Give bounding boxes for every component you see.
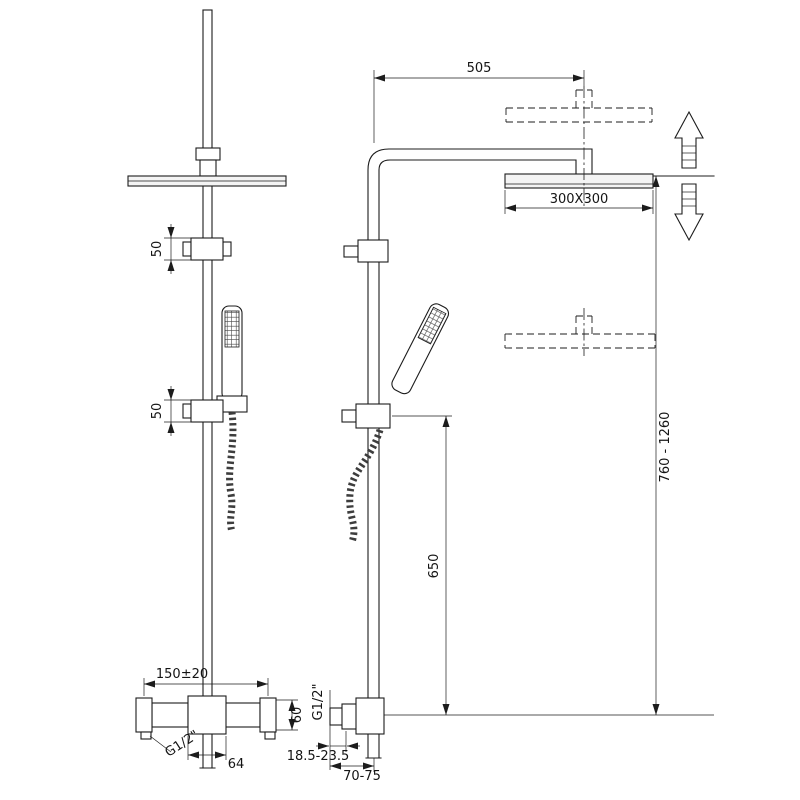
front-riser-pipe xyxy=(199,9,216,769)
side-hand-shower xyxy=(341,303,450,544)
dim-eccentric-group: 18.5-23.5 xyxy=(287,731,360,764)
dim-hand-shower-height: 650 xyxy=(427,554,442,579)
side-shower-hose xyxy=(346,428,384,544)
front-mixer-valve xyxy=(135,695,277,740)
front-inlet-spacing-dim: 150±20 xyxy=(143,667,269,696)
side-head-lowered-phantom xyxy=(504,308,656,356)
side-hand-shower-holder xyxy=(355,403,391,429)
front-thread-label: G1/2" xyxy=(149,728,202,761)
dim-head-size: 300X300 xyxy=(550,192,609,207)
dim-wall-offset: 70-75 xyxy=(343,769,381,784)
up-arrow-icon xyxy=(674,110,704,169)
side-wall-connection xyxy=(329,690,385,770)
front-upper-bracket-dim: 50 xyxy=(150,224,191,274)
front-mixer-left-handle xyxy=(135,697,153,733)
front-view: 50 50 xyxy=(127,9,305,772)
down-arrow-icon xyxy=(674,183,704,242)
side-upper-bracket xyxy=(343,239,389,263)
dim-wall-offset-group: 70-75 xyxy=(330,758,381,784)
front-valve-width-dim: 64 xyxy=(187,736,245,772)
dim-height-range-group: 760 - 1260 xyxy=(384,176,714,716)
front-lower-bracket xyxy=(182,399,224,423)
front-hand-shower-spray-face xyxy=(224,310,240,348)
dim-thread-side: G1/2" xyxy=(311,684,326,721)
dim-hand-height-group: 650 xyxy=(392,415,452,715)
dim-valve-width: 64 xyxy=(228,757,245,772)
side-head-raised-phantom xyxy=(505,89,653,123)
front-head-connector xyxy=(195,147,221,177)
front-hand-shower xyxy=(216,305,248,533)
height-adjust-arrows xyxy=(652,110,715,242)
front-valve-height-dim: 60 xyxy=(276,699,305,731)
front-shower-hose xyxy=(226,411,237,533)
dim-bracket-upper: 50 xyxy=(150,241,165,258)
front-upper-bracket xyxy=(182,237,232,261)
front-mixer-right-handle xyxy=(259,697,277,733)
dim-eccentric-range: 18.5-23.5 xyxy=(287,749,350,764)
side-view: 505 300X300 760 - 1260 650 G1/2" 18.5- xyxy=(287,61,715,784)
front-lower-bracket-dim: 50 xyxy=(150,386,191,436)
dim-thread-front: G1/2" xyxy=(163,728,202,761)
dim-head-size-group: 300X300 xyxy=(504,190,654,214)
dim-thread-side-group: G1/2" xyxy=(311,684,326,721)
front-rain-shower-head xyxy=(127,175,287,187)
dim-bracket-lower: 50 xyxy=(150,403,165,420)
side-rain-shower-head xyxy=(504,86,654,208)
dim-arm-length-group: 505 xyxy=(373,61,585,143)
dim-inlet-spacing: 150±20 xyxy=(156,667,208,682)
dim-height-range: 760 - 1260 xyxy=(658,412,673,483)
side-riser-and-arm xyxy=(365,148,593,759)
dim-valve-height: 60 xyxy=(290,707,305,724)
side-hand-shower-wand xyxy=(391,303,450,395)
dim-arm-length: 505 xyxy=(467,61,492,76)
